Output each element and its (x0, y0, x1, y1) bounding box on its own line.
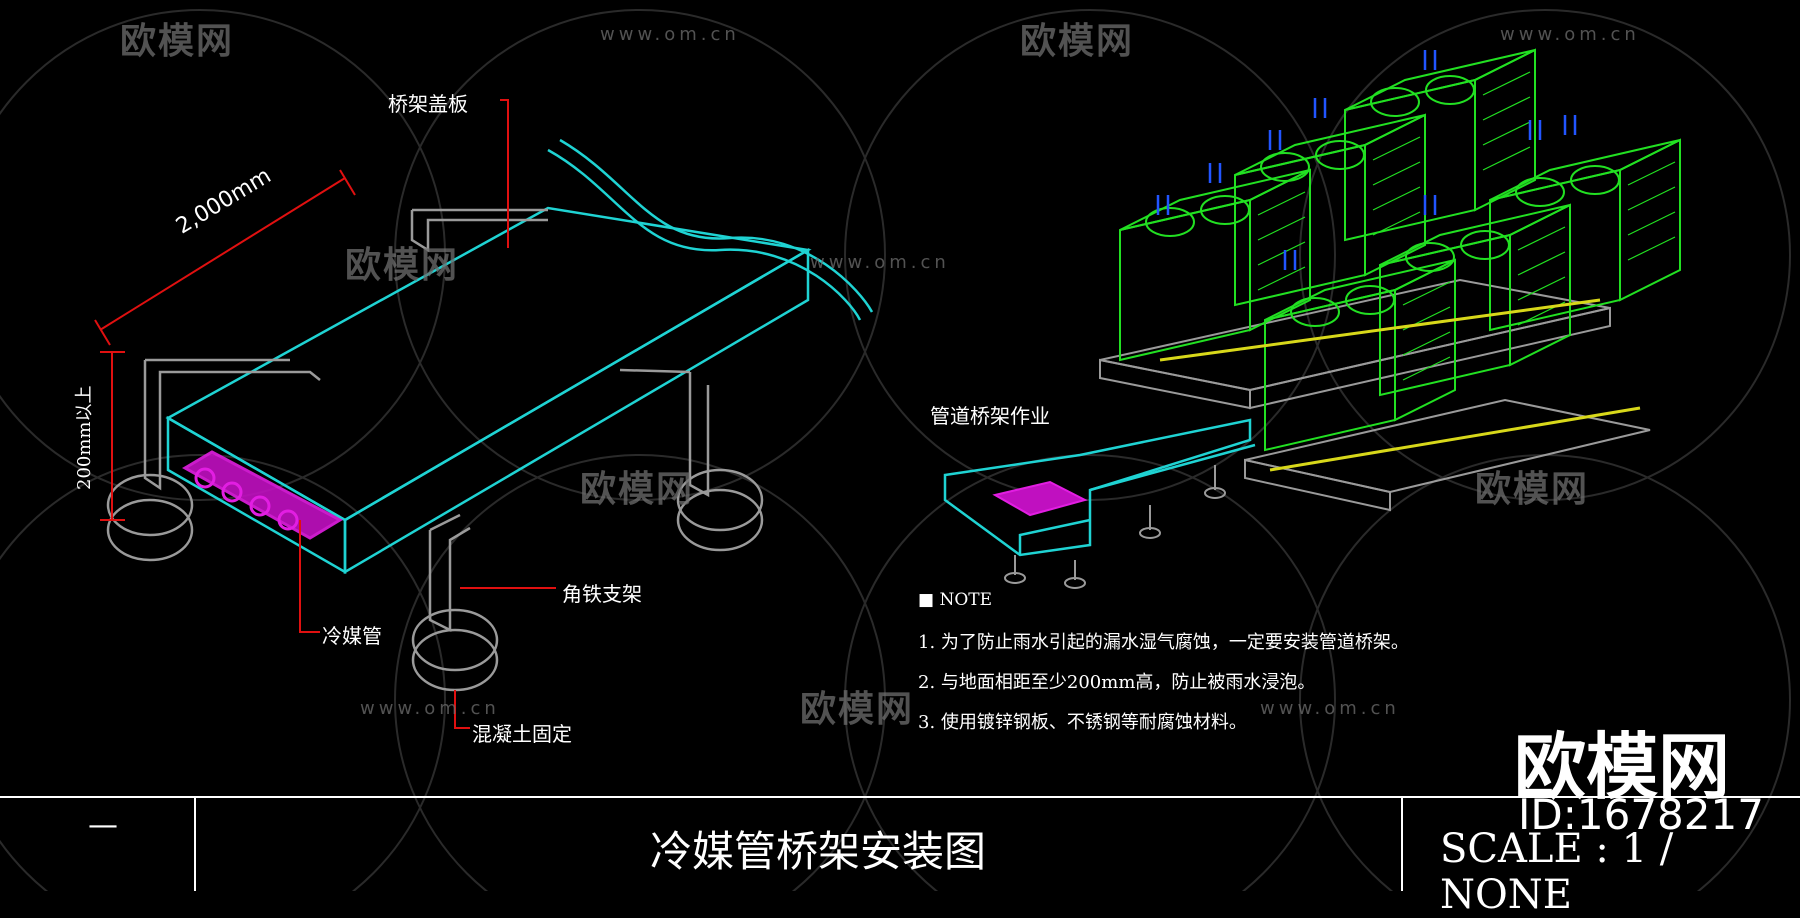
watermark-brand: 欧模网 (120, 21, 235, 62)
watermark-brand: 欧模网 (580, 469, 695, 510)
note-title: ■ NOTE (918, 590, 993, 610)
cad-drawing (0, 9, 1800, 891)
angle-iron-supports (106, 208, 764, 692)
watermark-brand: 欧模网 (1020, 21, 1135, 62)
dimension-lines (94, 99, 556, 729)
watermark-brand: 欧模网 (1475, 469, 1590, 510)
cover-label: 桥架盖板 (388, 92, 468, 116)
pipe-label: 冷媒管 (322, 624, 382, 648)
note-item: 1. 为了防止雨水引起的漏水湿气腐蚀，一定要安装管道桥架。 (918, 632, 1409, 653)
duct-pipes (992, 480, 1088, 517)
outdoor-units (1119, 48, 1681, 452)
note-item: 3. 使用镀锌钢板、不锈钢等耐腐蚀材料。 (918, 712, 1247, 733)
watermark-url: www.om.cn (600, 24, 740, 45)
airflow-arrows (1156, 50, 1577, 270)
concrete-label: 混凝土固定 (472, 722, 572, 746)
mounting-rails (1159, 298, 1641, 472)
drawing-title: 冷媒管桥架安装图 (650, 827, 987, 876)
duct-tray (943, 418, 1256, 557)
duct-supports (1004, 465, 1226, 589)
watermark-brand: 欧模网 (800, 689, 915, 730)
watermark-url: www.om.cn (360, 698, 500, 719)
outdoor-unit-bases (1099, 278, 1651, 512)
drawing-scale: SCALE : 1 / NONE (1440, 826, 1674, 918)
tray-work-label: 管道桥架作业 (930, 404, 1050, 428)
title-block-left-cell: — (88, 808, 118, 843)
watermark-url: www.om.cn (1500, 24, 1640, 45)
brand-overlay-name: 欧模网 (1514, 725, 1731, 809)
brand-overlay-id: ID:1678217 (1518, 790, 1764, 839)
title-block-frame (0, 796, 1800, 891)
note-item: 2. 与地面相距至少200mm高，防止被雨水浸泡。 (918, 672, 1316, 693)
height-dimension-label: 200mm以上 (74, 385, 95, 491)
cable-tray (165, 138, 874, 575)
refrigerant-pipes (181, 450, 344, 540)
watermark-url: www.om.cn (810, 252, 950, 273)
watermark-brand: 欧模网 (345, 245, 460, 286)
watermark-url: www.om.cn (1260, 698, 1400, 719)
bracket-label: 角铁支架 (562, 582, 642, 606)
